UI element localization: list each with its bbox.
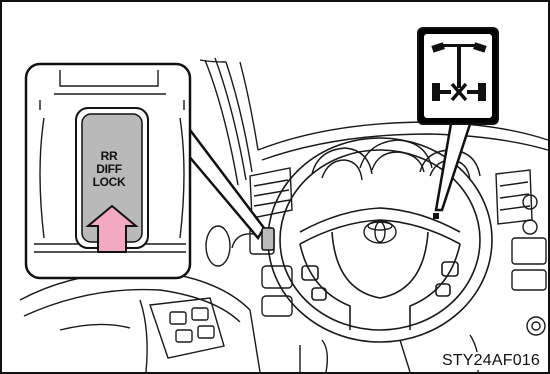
indicator-lamp bbox=[433, 213, 439, 219]
button-label-line-3: LOCK bbox=[88, 176, 130, 189]
button-location-marker bbox=[262, 228, 274, 250]
rr-diff-lock-button-label: RR DIFF LOCK bbox=[88, 150, 130, 189]
figure-code: STY24AF016 bbox=[440, 352, 542, 370]
